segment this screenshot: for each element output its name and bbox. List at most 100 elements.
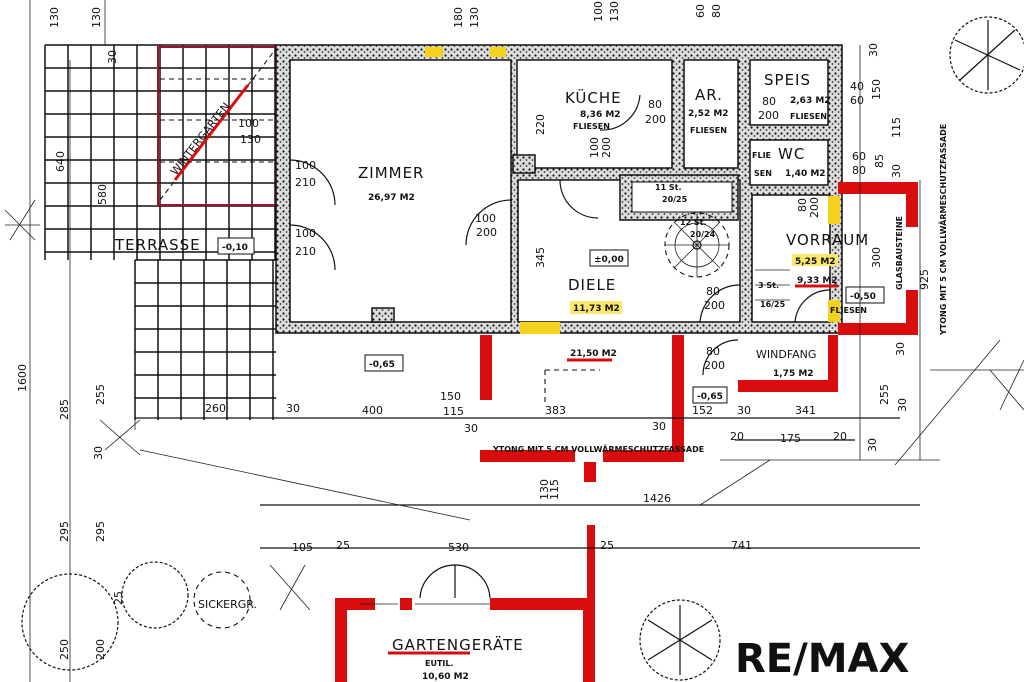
stair-c-count: 3 St. — [758, 281, 779, 290]
spiral-stair — [664, 212, 790, 301]
dimension-label: 30 — [896, 398, 909, 412]
facade-note-right: YTONG MIT 5 CM VOLLWÄRMESCHUTZFASSADE — [938, 124, 948, 336]
dimension-label: 210 — [295, 176, 316, 189]
dimension-label: 115 — [890, 117, 903, 138]
dimension-label: 130 — [538, 479, 551, 500]
dimension-label: 115 — [443, 405, 464, 418]
wc-floor-b: SEN — [754, 169, 772, 178]
kueche-area: 8,36 M2 — [580, 110, 621, 120]
wintergarten-label: WINTERGARTEN — [168, 100, 233, 178]
dimension-label: 200 — [704, 299, 725, 312]
extension-level: -0,65 — [369, 360, 395, 370]
diele-level: ±0,00 — [594, 255, 624, 265]
stair-b-size: 20/24 — [690, 230, 716, 239]
diele-area: 11,73 M2 — [573, 304, 620, 314]
stair-b-count: 12 St. — [680, 218, 707, 227]
dimension-label: 200 — [704, 359, 725, 372]
room-labels: ZIMMER 26,97 M2 KÜCHE 8,36 M2 FLIESEN AR… — [114, 71, 885, 682]
dimension-label: 130 — [90, 7, 103, 28]
dimension-label: 345 — [534, 247, 547, 268]
speis-label: SPEIS — [764, 71, 811, 89]
dimension-label: 130 — [468, 7, 481, 28]
kueche-floor: FLIESEN — [573, 122, 610, 131]
windfang-area: 1,75 M2 — [773, 369, 814, 379]
dimension-label: 25 — [336, 539, 350, 552]
dimension-label: 80 — [852, 164, 866, 177]
dimension-label: 130 — [608, 1, 621, 22]
terrasse-level: -0,10 — [222, 243, 248, 253]
dimension-label: 200 — [476, 226, 497, 239]
dimension-label: 250 — [58, 639, 71, 660]
dimension-label: 400 — [362, 404, 383, 417]
dimension-label: 200 — [645, 113, 666, 126]
dimension-label: 80 — [706, 345, 720, 358]
dimension-label: 180 — [452, 7, 465, 28]
dimension-label: 580 — [96, 184, 109, 205]
house-walls — [275, 44, 843, 334]
dimension-label: 1426 — [643, 492, 671, 505]
dimension-label: 741 — [731, 539, 752, 552]
dimension-label: 130 — [48, 7, 61, 28]
speis-floor: FLIESEN — [790, 112, 827, 121]
trees — [4, 16, 1024, 681]
dimension-label: 341 — [795, 404, 816, 417]
sickergrube-label: SICKERGR. — [198, 598, 257, 611]
ar-area: 2,52 M2 — [688, 109, 729, 119]
dimension-label: 105 — [292, 541, 313, 554]
dimension-label: 640 — [54, 151, 67, 172]
notes: YTONG MIT 5 CM VOLLWÄRMESCHUTZFASSADE YT… — [492, 124, 948, 454]
dimension-label: 60 — [852, 150, 866, 163]
dimension-label: 1600 — [16, 364, 29, 392]
terrace-grid — [44, 44, 276, 420]
garten-sub: EUTIL. — [425, 659, 454, 668]
dimension-label: 150 — [870, 79, 883, 100]
dimension-label: 300 — [870, 247, 883, 268]
glass-note: GLASBAUSTEINE — [895, 216, 904, 290]
dimension-label: 100 — [588, 137, 601, 158]
garten-label: GARTENGERÄTE — [392, 635, 524, 654]
dimension-lines — [29, 0, 1024, 682]
dimension-label: 200 — [600, 137, 613, 158]
dimension-label: 60 — [694, 4, 707, 18]
vorraum-level: -0,50 — [850, 292, 876, 302]
dimension-label: 200 — [94, 639, 107, 660]
dimension-label: 100 — [295, 159, 316, 172]
dimension-label: 30 — [286, 402, 300, 415]
facade-note-bottom: YTONG MIT 5 CM VOLLWÄRMESCHUTZFASSADE — [492, 444, 704, 454]
zimmer-label: ZIMMER — [358, 164, 424, 182]
outside-level-right: -0,65 — [697, 392, 723, 402]
dimension-label: 130 — [240, 133, 261, 146]
wc-area: 1,40 M2 — [785, 169, 826, 179]
dimension-label: 220 — [534, 114, 547, 135]
stair-a-size: 20/25 — [662, 195, 688, 204]
wc-label: WC — [778, 145, 805, 163]
dimension-label: 383 — [545, 404, 566, 417]
dimension-label: 152 — [692, 404, 713, 417]
wc-floor-a: FLIE — [752, 151, 771, 160]
dimension-label: 85 — [873, 154, 886, 168]
dimension-label: 175 — [780, 432, 801, 445]
terrasse-label: TERRASSE — [114, 236, 201, 254]
dimension-label: 30 — [867, 43, 880, 57]
dimension-label: 25 — [112, 591, 125, 605]
dimension-label: 80 — [648, 98, 662, 111]
dimension-label: 100 — [592, 1, 605, 22]
door-swings — [289, 94, 831, 599]
dimension-label: 60 — [850, 94, 864, 107]
dimension-label: 80 — [796, 198, 809, 212]
vorraum-label: VORRAUM — [786, 231, 869, 249]
dimension-label: 255 — [878, 384, 891, 405]
zimmer-area: 26,97 M2 — [368, 193, 415, 203]
dimension-label: 30 — [92, 446, 105, 460]
ar-label: AR. — [695, 86, 723, 104]
dimension-label: 200 — [808, 197, 821, 218]
watermark-logo: RE/MAX — [735, 636, 909, 682]
dimension-label: 80 — [762, 95, 776, 108]
dimension-label: 295 — [94, 521, 107, 542]
diele-label: DIELE — [568, 276, 616, 294]
dimension-label: 285 — [58, 399, 71, 420]
dimension-label: 30 — [464, 422, 478, 435]
dimension-label: 255 — [94, 384, 107, 405]
